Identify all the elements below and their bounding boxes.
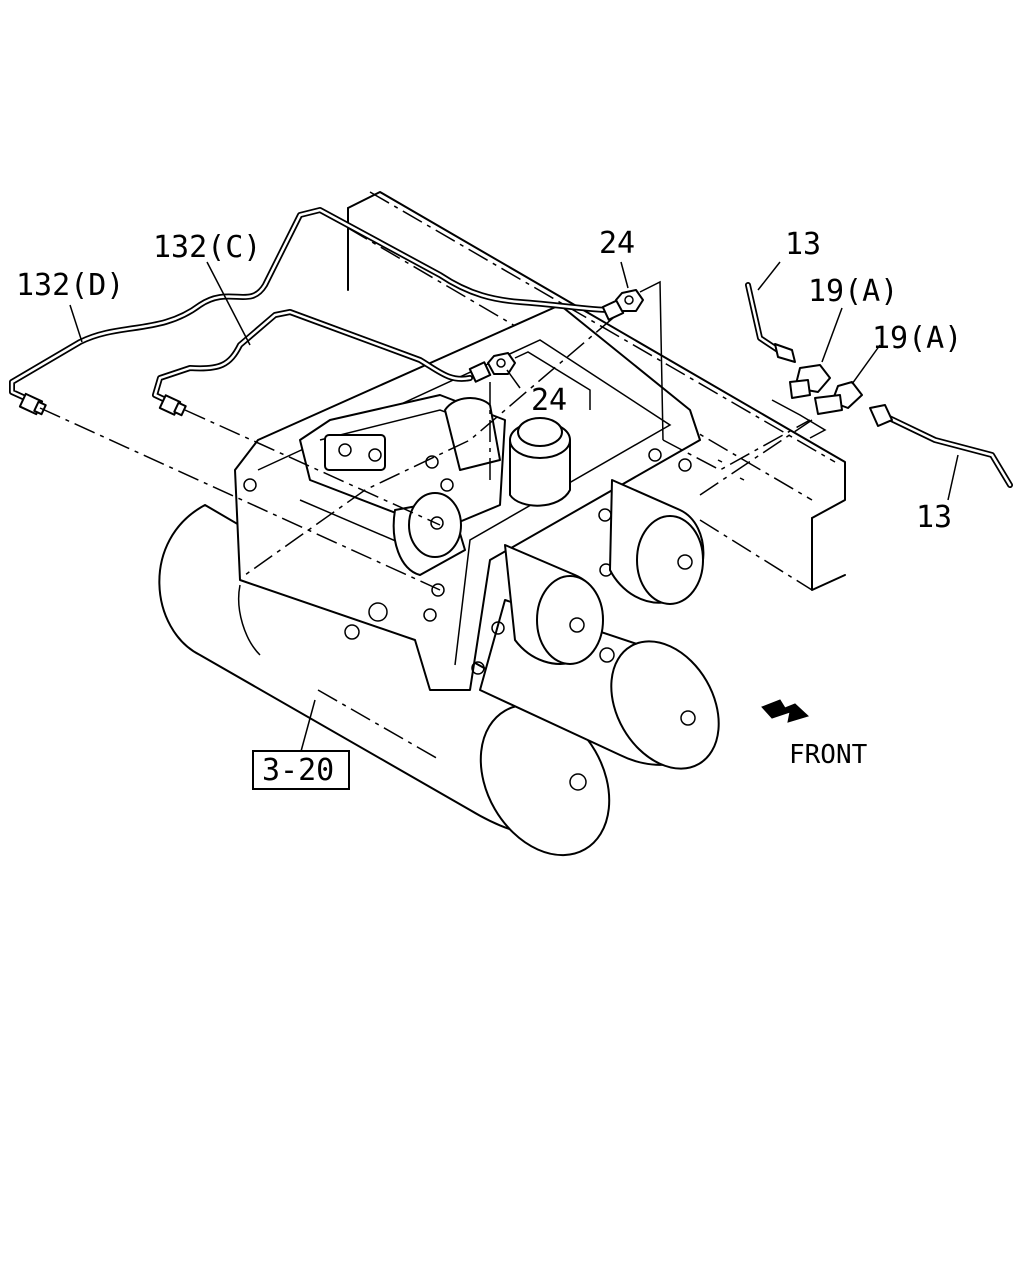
label-132-d: 132(D) (16, 268, 124, 303)
label-24-top: 24 (599, 226, 635, 261)
leader-lines (39, 261, 959, 761)
label-19a-lower: 19(A) (872, 321, 962, 356)
nut-24-top (615, 289, 644, 312)
label-front: FRONT (789, 740, 868, 770)
canister-right (609, 479, 705, 605)
canister-middle (504, 544, 604, 665)
label-132-c: 132(C) (153, 230, 261, 265)
pipe-13-top (745, 282, 796, 363)
reference-box (252, 750, 350, 790)
pipe-132-d (9, 207, 625, 416)
label-19a-upper: 19(A) (808, 274, 898, 309)
pipe-13-bottom (869, 404, 1013, 488)
valve-assembly (299, 394, 571, 531)
pipe-132-c (152, 309, 492, 417)
nut-24-middle (487, 352, 516, 375)
canister-left (392, 492, 466, 576)
label-reference-3-20: 3-20 (262, 753, 334, 788)
connector-19a-lower (814, 381, 863, 415)
label-24-middle: 24 (531, 383, 567, 418)
front-arrow-icon (761, 699, 809, 723)
label-13-bottom: 13 (916, 500, 952, 535)
label-13-top: 13 (785, 227, 821, 262)
connector-19a-upper (789, 364, 831, 399)
